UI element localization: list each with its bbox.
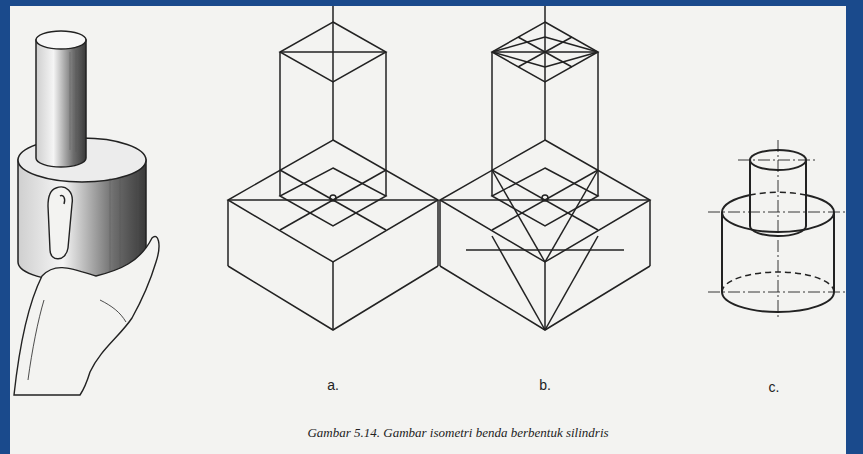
figure-label: c. xyxy=(769,379,780,395)
figure-label: a. xyxy=(327,377,339,393)
figure-label: b. xyxy=(539,377,551,393)
figure-caption: Gambar 5.14. Gambar isometri benda berbe… xyxy=(307,425,608,441)
